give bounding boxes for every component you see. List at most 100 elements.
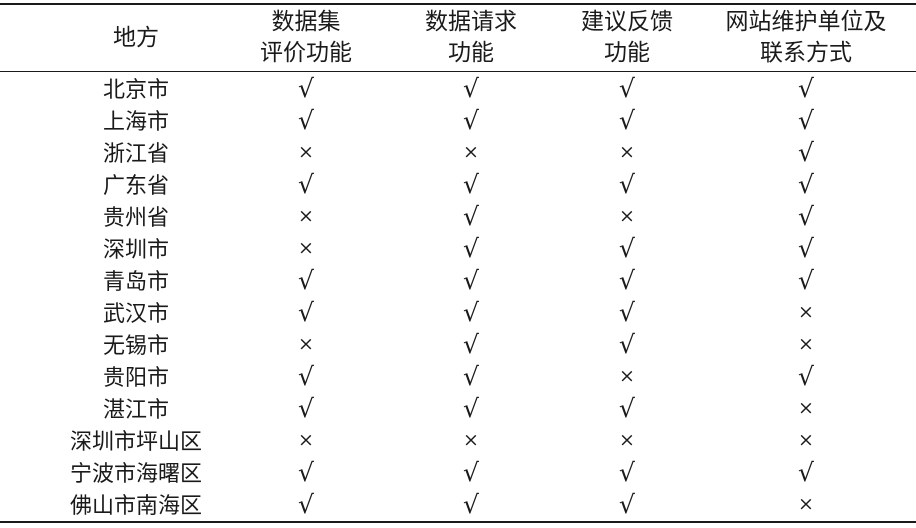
mark-feedback: √ xyxy=(619,105,635,135)
mark-maintainer-contact: √ xyxy=(798,169,814,199)
header-feedback-line1: 建议反馈 xyxy=(581,9,673,35)
mark-maintainer-contact: √ xyxy=(798,201,814,231)
mark-feedback: √ xyxy=(619,297,635,327)
header-dataset-rating: 数据集评价功能 xyxy=(231,6,381,70)
mark-data-request: √ xyxy=(463,105,479,135)
mark-dataset-rating: × xyxy=(298,141,314,163)
mark-data-request: √ xyxy=(463,457,479,487)
header-data-request-line2: 功能 xyxy=(448,40,494,66)
mark-dataset-rating: √ xyxy=(298,297,314,327)
mark-data-request: × xyxy=(463,141,479,163)
mark-data-request: √ xyxy=(463,489,479,519)
mark-maintainer-contact: √ xyxy=(798,73,814,103)
header-data-request-line1: 数据请求 xyxy=(425,9,517,35)
table-bottom-rule xyxy=(0,521,916,523)
header-dataset-rating-line2: 评价功能 xyxy=(260,40,352,66)
mark-data-request: √ xyxy=(463,361,479,391)
place-name: 宁波市海曙区 xyxy=(69,462,202,487)
table-row: 宁波市海曙区 √ √ √ √ xyxy=(0,456,916,488)
table-row: 青岛市 √ √ √ √ xyxy=(0,264,916,296)
mark-feedback: √ xyxy=(619,489,635,519)
place-name: 上海市 xyxy=(102,110,169,135)
mark-maintainer-contact: × xyxy=(798,301,814,323)
place-name: 深圳市坪山区 xyxy=(69,430,202,455)
header-maintainer-contact: 网站维护单位及联系方式 xyxy=(701,6,911,70)
mark-data-request: √ xyxy=(463,329,479,359)
mark-feedback: × xyxy=(619,205,635,227)
table-row: 佛山市南海区 √ √ √ × xyxy=(0,488,916,520)
place-name: 无锡市 xyxy=(102,334,169,359)
table-header-rule xyxy=(0,71,916,72)
mark-dataset-rating: √ xyxy=(298,169,314,199)
header-place-line1: 地方 xyxy=(113,24,159,51)
mark-dataset-rating: √ xyxy=(298,265,314,295)
header-data-request: 数据请求功能 xyxy=(396,6,546,70)
mark-dataset-rating: √ xyxy=(298,489,314,519)
mark-dataset-rating: × xyxy=(298,333,314,355)
mark-data-request: √ xyxy=(463,233,479,263)
mark-maintainer-contact: × xyxy=(798,493,814,515)
mark-dataset-rating: √ xyxy=(298,393,314,423)
mark-feedback: √ xyxy=(619,169,635,199)
mark-maintainer-contact: √ xyxy=(798,105,814,135)
table-row: 湛江市 √ √ √ × xyxy=(0,392,916,424)
table-row: 浙江省 × × × √ xyxy=(0,136,916,168)
mark-data-request: √ xyxy=(463,265,479,295)
mark-data-request: √ xyxy=(463,169,479,199)
table-top-rule xyxy=(0,3,916,5)
mark-dataset-rating: √ xyxy=(298,361,314,391)
place-name: 深圳市 xyxy=(102,238,169,263)
table-row: 贵阳市 √ √ × √ xyxy=(0,360,916,392)
mark-feedback: × xyxy=(619,141,635,163)
table-row: 深圳市 × √ √ √ xyxy=(0,232,916,264)
mark-feedback: × xyxy=(619,365,635,387)
table-row: 上海市 √ √ √ √ xyxy=(0,104,916,136)
header-dataset-rating-line1: 数据集 xyxy=(271,9,341,35)
mark-dataset-rating: √ xyxy=(298,105,314,135)
mark-feedback: × xyxy=(619,429,635,451)
mark-feedback: √ xyxy=(619,393,635,423)
mark-data-request: √ xyxy=(463,393,479,423)
place-name: 佛山市南海区 xyxy=(69,494,202,519)
place-name: 武汉市 xyxy=(102,302,169,327)
mark-maintainer-contact: √ xyxy=(798,265,814,295)
mark-dataset-rating: √ xyxy=(298,457,314,487)
header-maintainer-contact-line1: 网站维护单位及 xyxy=(725,9,887,35)
mark-maintainer-contact: √ xyxy=(798,137,814,167)
place-name: 贵州省 xyxy=(102,206,169,231)
place-name: 湛江市 xyxy=(102,398,169,423)
table-row: 无锡市 × √ √ × xyxy=(0,328,916,360)
mark-dataset-rating: × xyxy=(298,205,314,227)
place-name: 广东省 xyxy=(102,174,169,199)
mark-maintainer-contact: √ xyxy=(798,233,814,263)
place-name: 浙江省 xyxy=(102,142,169,167)
table-row: 广东省 √ √ √ √ xyxy=(0,168,916,200)
header-feedback-line2: 功能 xyxy=(604,40,650,66)
mark-dataset-rating: × xyxy=(298,429,314,451)
table-row: 武汉市 √ √ √ × xyxy=(0,296,916,328)
mark-maintainer-contact: × xyxy=(798,397,814,419)
mark-feedback: √ xyxy=(619,329,635,359)
table-row: 深圳市坪山区 × × × × xyxy=(0,424,916,456)
mark-maintainer-contact: √ xyxy=(798,361,814,391)
mark-maintainer-contact: √ xyxy=(798,457,814,487)
mark-feedback: √ xyxy=(619,457,635,487)
mark-data-request: √ xyxy=(463,73,479,103)
place-name: 贵阳市 xyxy=(102,366,169,391)
mark-maintainer-contact: × xyxy=(798,429,814,451)
mark-feedback: √ xyxy=(619,265,635,295)
mark-data-request: √ xyxy=(463,297,479,327)
mark-maintainer-contact: × xyxy=(798,333,814,355)
header-place: 地方 xyxy=(6,6,266,70)
place-name: 青岛市 xyxy=(102,270,169,295)
mark-feedback: √ xyxy=(619,233,635,263)
mark-dataset-rating: √ xyxy=(298,73,314,103)
mark-data-request: × xyxy=(463,429,479,451)
mark-feedback: √ xyxy=(619,73,635,103)
mark-dataset-rating: × xyxy=(298,237,314,259)
place-name: 北京市 xyxy=(102,78,169,103)
mark-data-request: √ xyxy=(463,201,479,231)
table-row: 北京市 √ √ √ √ xyxy=(0,72,916,104)
header-maintainer-contact-line2: 联系方式 xyxy=(760,40,852,66)
